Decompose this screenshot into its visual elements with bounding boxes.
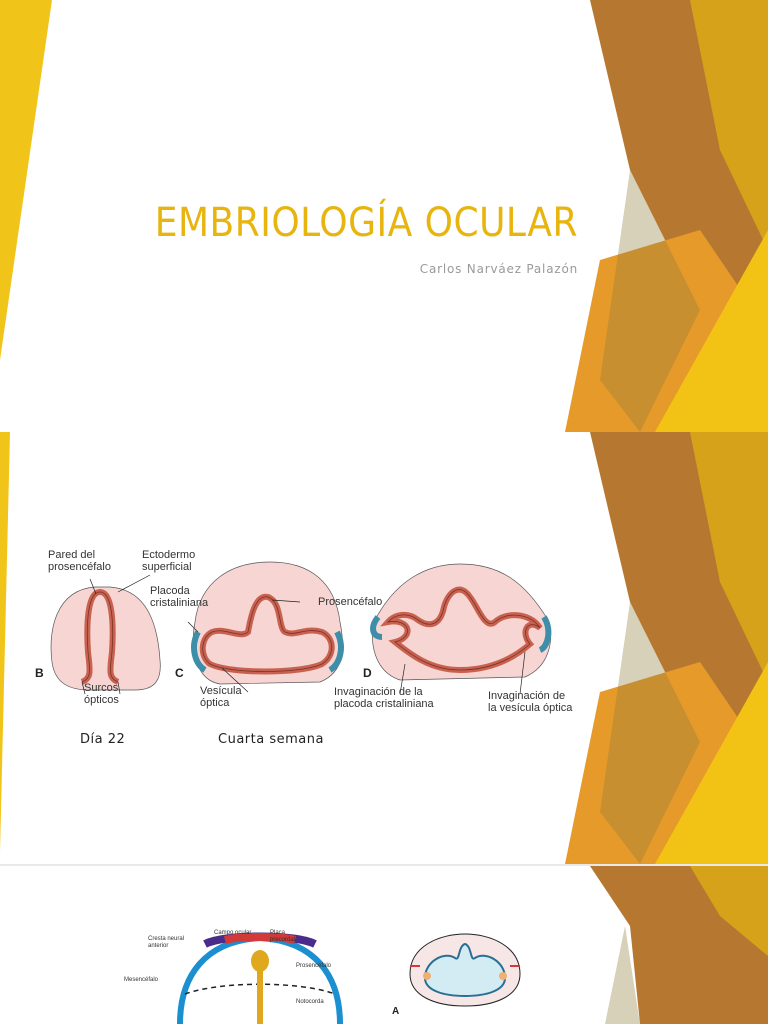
panel-letter-c: C (175, 666, 184, 680)
label-campo-ocular: Campo ocular (214, 930, 252, 936)
caption-dia-22: Día 22 (80, 732, 126, 747)
label-cresta-neural: Cresta neural anterior (148, 936, 185, 949)
slide-subtitle: Carlos Narváez Palazón (419, 262, 578, 276)
label-notocorda: Notocorda (296, 999, 324, 1005)
figure-slide: Pared del prosencéfalo Ectodermo superfi… (0, 432, 768, 864)
third-slide: Campo ocular Placa precordal Cresta neur… (0, 866, 768, 1024)
title-slide: EMBRIOLOGÍA OCULAR Carlos Narváez Palazó… (0, 0, 768, 432)
label-placoda-cristaliniana: Placoda cristaliniana (150, 585, 209, 609)
gold-facet (690, 0, 768, 250)
panel-letter-a: A (392, 1006, 400, 1017)
shadow-facet (600, 602, 700, 864)
optic-vesicle-figure (50, 561, 552, 695)
caption-cuarta-semana: Cuarta semana (218, 732, 324, 747)
label-placa-precordal: Placa precordal (270, 930, 296, 943)
panel-letter-d: D (363, 666, 372, 680)
neural-tube-drawing (409, 933, 521, 1007)
label-surcos-opticos: Surcos ópticos (84, 682, 119, 706)
slide-decoration (590, 866, 768, 1024)
yellow-facet (655, 230, 768, 432)
label-prosencefalo: Prosencéfalo (318, 596, 383, 608)
neural-plate-figure (177, 932, 521, 1024)
label-invaginacion-placoda: Invaginación de la placoda cristaliniana (334, 686, 434, 710)
panel-b-drawing (50, 586, 161, 691)
leader-lines (81, 574, 526, 695)
shadow-facet (600, 170, 700, 432)
panel-letter-b: B (35, 666, 44, 680)
panel-d-drawing (370, 563, 552, 681)
label-ectodermo-superficial: Ectodermo superficial (142, 549, 196, 573)
embryo-disc-drawing (177, 932, 343, 1024)
label-vesicula-optica: Vesícula óptica (200, 685, 242, 709)
left-yellow-shape (0, 0, 52, 360)
label-pared-prosencefalo: Pared del prosencéfalo (48, 549, 111, 573)
label-prosencefalo-3: Prosencéfalo (296, 963, 332, 969)
shadow-facet (605, 926, 640, 1024)
panel-c-drawing (191, 561, 344, 685)
label-invaginacion-vesicula: Invaginación de la vesícula óptica (488, 690, 573, 714)
slide-decoration (0, 432, 768, 864)
gold-facet (690, 432, 768, 682)
slide-title: EMBRIOLOGÍA OCULAR (154, 200, 578, 246)
gold-facet (690, 866, 768, 956)
label-mesencefalo: Mesencéfalo (124, 977, 159, 983)
slide-decoration (0, 0, 768, 432)
yellow-facet (655, 662, 768, 864)
left-yellow-shape (0, 432, 10, 852)
